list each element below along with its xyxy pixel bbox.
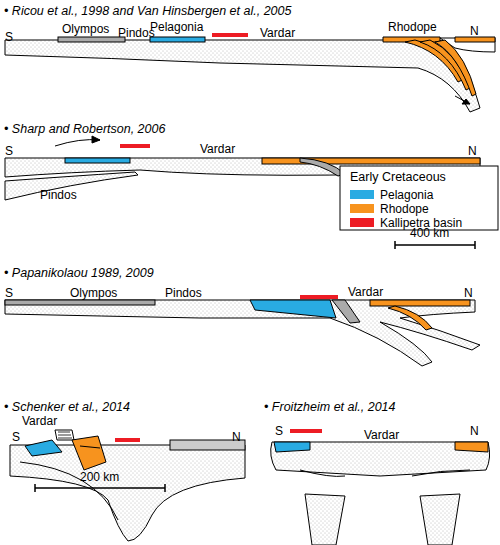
zone-label: Vardar — [200, 142, 235, 156]
zone-label: Vardar — [22, 414, 57, 428]
legend-heading: Early Cretaceous — [350, 170, 446, 184]
reference-title: • Ricou et al., 1998 and Van Hinsbergen … — [4, 4, 291, 18]
reference-title: • Schenker et al., 2014 — [4, 400, 130, 414]
direction-label: N — [464, 286, 473, 300]
zone-label: Olympos — [62, 22, 109, 36]
direction-label: N — [470, 24, 479, 38]
direction-label: S — [5, 286, 13, 300]
direction-label: S — [5, 144, 13, 158]
direction-label: N — [470, 424, 479, 438]
legend-text: Kallipetra basin — [380, 216, 462, 230]
direction-label: S — [275, 424, 283, 438]
legend-text: Rhodope — [380, 202, 429, 216]
reference-title: • Sharp and Robertson, 2006 — [4, 122, 165, 136]
zone-label: Vardar — [364, 428, 399, 442]
legend-swatch — [350, 218, 374, 227]
legend-swatch — [350, 190, 374, 199]
reference-title: • Froitzheim et al., 2014 — [264, 400, 396, 414]
scale-label: 200 km — [80, 470, 119, 484]
zone-label: Vardar — [348, 285, 383, 299]
zone-label: Olympos — [70, 286, 117, 300]
legend-swatch — [350, 204, 374, 213]
zone-label: Vardar — [260, 26, 295, 40]
direction-label: S — [12, 430, 20, 444]
direction-label: N — [468, 144, 477, 158]
zone-label: Pelagonia — [150, 20, 203, 34]
reference-title: • Papanikolaou 1989, 2009 — [4, 266, 154, 280]
direction-label: S — [5, 30, 13, 44]
direction-label: N — [232, 430, 241, 444]
zone-label: Rhodope — [388, 20, 437, 34]
zone-label: Pindos — [165, 286, 202, 300]
legend-text: Pelagonia — [380, 188, 433, 202]
zone-label: Pindos — [118, 26, 155, 40]
zone-label: Pindos — [40, 188, 77, 202]
